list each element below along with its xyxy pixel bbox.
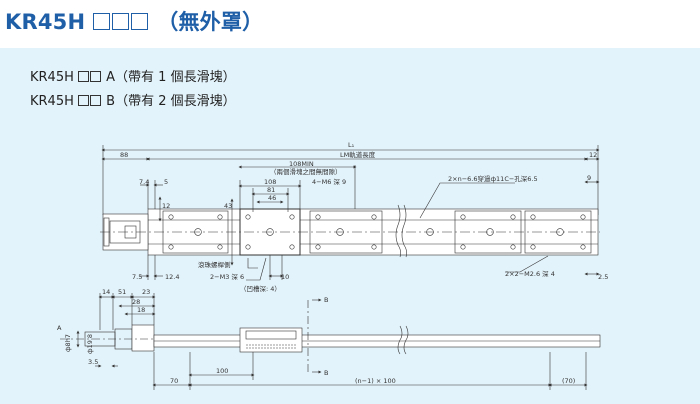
variant-suffix: B（帶有 2 個長滑塊） (106, 94, 236, 109)
title-bar: KR45H （無外罩） (0, 0, 700, 48)
top-view (100, 145, 600, 281)
dim-tap-4m6: 4−M6 深 9 (312, 177, 346, 186)
dim-note: （兩個滑塊之間無間隙） (270, 167, 342, 176)
dim-7-5: 7.5 (132, 273, 142, 281)
dim-3-5: 3.5 (88, 358, 98, 366)
dim-b-bottom: B (324, 369, 328, 377)
variant-b: KR45H B（帶有 2 個長滑塊） (30, 90, 236, 114)
dim-88: 88 (120, 151, 128, 159)
dim-tap-m3: 2−M3 深 6 (210, 272, 244, 281)
dim-10: 10 (281, 273, 289, 281)
dim-81: 81 (267, 186, 275, 194)
title-suffix: （無外罩） (157, 10, 264, 34)
dim-7-4: 7.4 (139, 178, 149, 186)
top-view-labels: L₁ LM軌道長度 88 12 108MIN （兩個滑塊之間無間隙） 108 8… (120, 141, 608, 293)
code-box-icon (90, 95, 102, 106)
dim-groove-depth: （凹槽深: 4） (240, 284, 281, 293)
code-box-icon (78, 95, 90, 106)
dim-dia8: ф8h7 (64, 334, 72, 352)
dim-108: 108 (264, 178, 276, 186)
variant-a: KR45H A（帶有 1 個長滑塊） (30, 66, 236, 90)
side-view-labels: 14 51 23 28 18 A B B ф8h7 ф19.8 3.5 70 1… (57, 288, 575, 385)
title-model: KR45H (5, 10, 86, 34)
dim-tap-m26: 2×2−M2.6 深 4 (505, 269, 555, 278)
dim-108min: 108MIN (289, 160, 314, 168)
dim-23: 23 (142, 288, 150, 296)
dim-12b: 12 (162, 202, 170, 210)
code-box-icon (90, 71, 102, 82)
code-box-icon (78, 71, 90, 82)
dim-70: 70 (170, 377, 178, 385)
dim-70p: (70) (562, 377, 575, 385)
code-box-icon (92, 13, 110, 30)
dim-a: A (57, 324, 62, 332)
dim-46: 46 (268, 194, 276, 202)
dim-14: 14 (102, 288, 110, 296)
dim-b-top: B (324, 296, 328, 304)
variant-model: KR45H (30, 94, 74, 109)
label-screw-side: 滾珠螺桿側 (198, 260, 231, 269)
dim-2-5: 2.5 (598, 273, 608, 281)
top-view-holes (168, 214, 586, 250)
code-box-icon (111, 13, 129, 30)
variant-suffix: A（帶有 1 個長滑塊） (106, 70, 236, 85)
variant-list: KR45H A（帶有 1 個長滑塊） KR45H B（帶有 2 個長滑塊） (30, 66, 236, 114)
dim-100: 100 (216, 367, 228, 375)
dim-28: 28 (132, 298, 140, 306)
variant-model: KR45H (30, 70, 74, 85)
dim-l1: L₁ (348, 141, 355, 149)
dim-dia19: ф19.8 (86, 334, 94, 354)
dim-pitch: (n−1) × 100 (355, 377, 396, 385)
dim-12-4: 12.4 (165, 273, 179, 281)
dim-51: 51 (118, 288, 126, 296)
code-box-icon (130, 13, 148, 30)
dim-lm-rail-length: LM軌道長度 (340, 150, 376, 159)
dim-18: 18 (137, 306, 145, 314)
page-title: KR45H （無外罩） (5, 6, 263, 36)
dim-9: 9 (587, 174, 591, 182)
dim-12: 12 (589, 151, 597, 159)
dim-5: 5 (164, 178, 168, 186)
dim-counterbore: 2×n−6.6穿過ф11C−孔深6.5 (448, 174, 538, 183)
dim-43: 43 (224, 202, 232, 210)
side-view (60, 293, 601, 390)
